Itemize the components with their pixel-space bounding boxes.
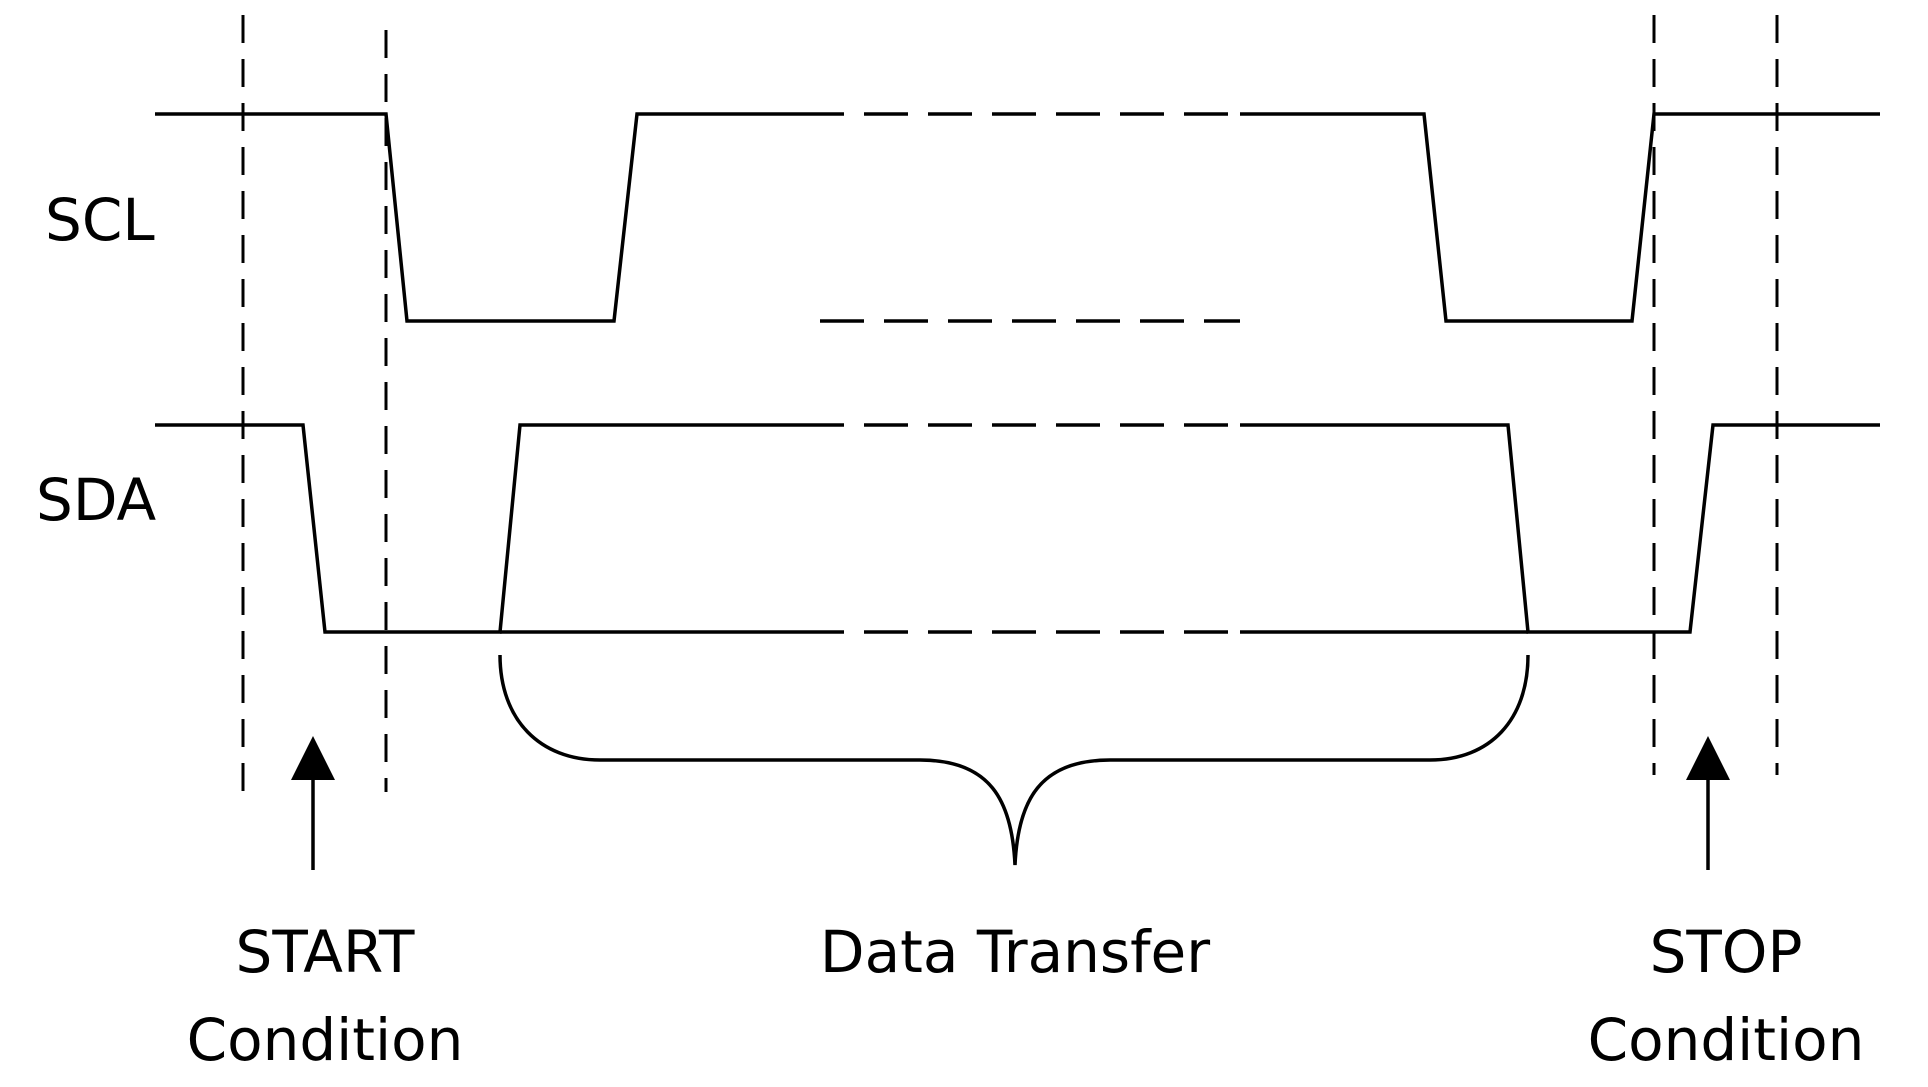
start-arrow-head — [291, 736, 335, 780]
stop-label-line2: Condition — [1588, 1006, 1865, 1074]
guide-lines — [241, 15, 1779, 792]
scl-start-segment — [155, 112, 800, 323]
data-transfer-label: Data Transfer — [820, 918, 1210, 986]
start-label-line2: Condition — [187, 1006, 464, 1074]
stop-arrow-head — [1686, 736, 1730, 780]
scl-end-segment — [1240, 112, 1880, 323]
sda-label: SDA — [36, 466, 156, 534]
scl-waveform — [155, 112, 1880, 323]
sda-start-segment — [155, 423, 800, 634]
start-label-line1: START — [236, 918, 415, 986]
sda-end-segment — [1240, 423, 1880, 634]
stop-label-line1: STOP — [1650, 918, 1803, 986]
scl-label: SCL — [45, 186, 155, 254]
sda-waveform — [155, 423, 1880, 634]
stop-arrow — [1686, 736, 1730, 870]
start-arrow — [291, 736, 335, 870]
data-transfer-brace — [498, 654, 1530, 866]
